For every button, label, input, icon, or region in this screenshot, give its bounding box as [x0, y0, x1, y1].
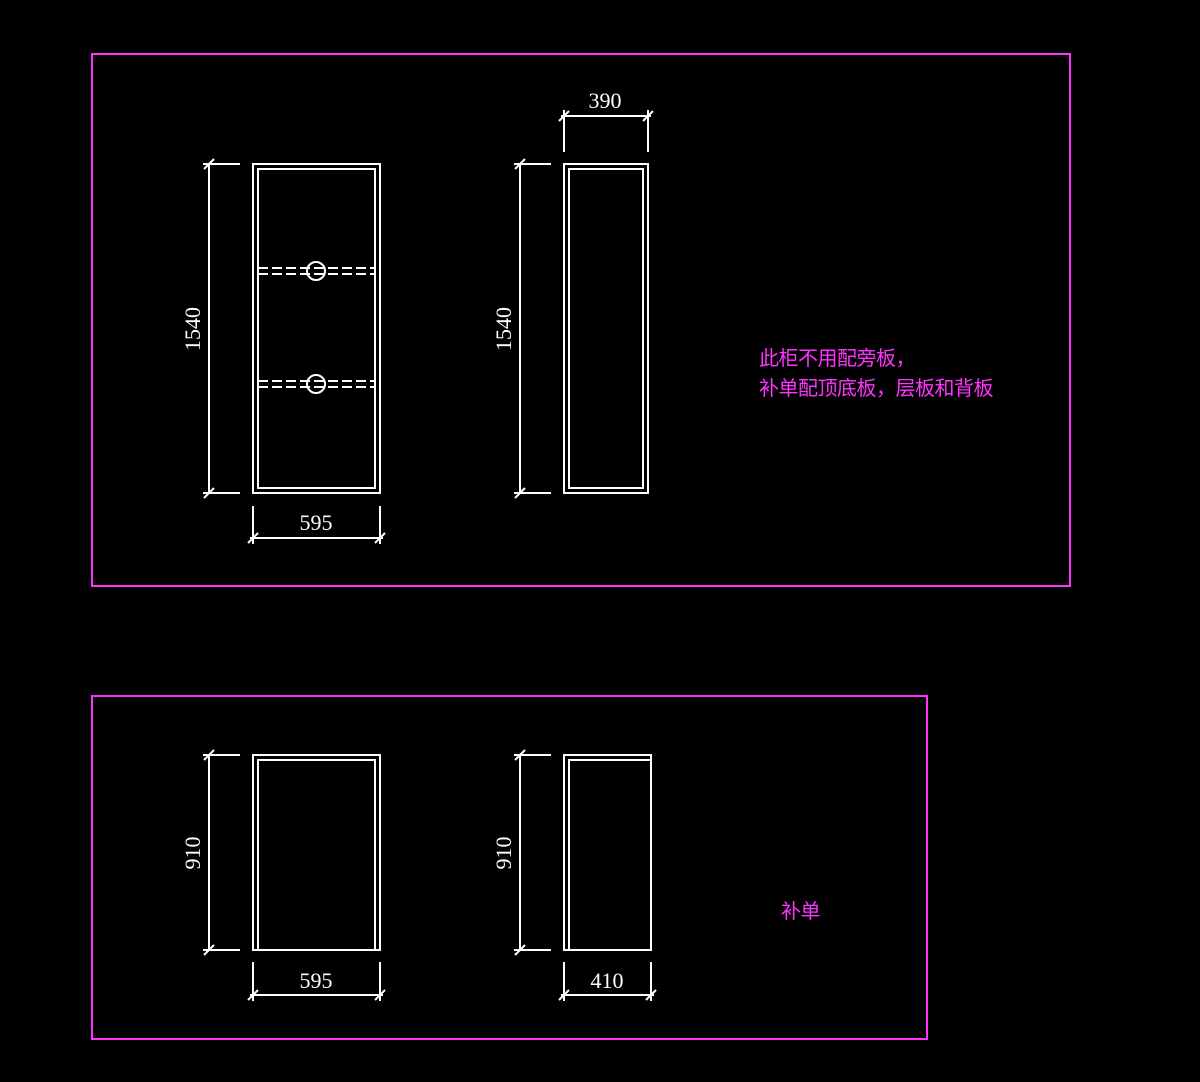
top-sheet-note-line-2: 补单配顶底板，层板和背板: [759, 376, 994, 400]
top-side-height-tick-bottom: [514, 487, 526, 499]
bottom-front-inner: [257, 759, 376, 951]
top-side-depth-label: 390: [589, 88, 622, 113]
bottom-side-height-label: 910: [491, 837, 516, 870]
bottom-side-depth-tick-left: [558, 989, 570, 1001]
top-side-view: [514, 110, 654, 499]
bottom-front-height-tick-bottom: [203, 944, 215, 956]
top-side-height-tick-top: [514, 158, 526, 170]
bottom-side-depth-label: 410: [591, 968, 624, 993]
bottom-sheet: 910 595 910 410: [91, 695, 928, 1040]
top-sheet-note: 此柜不用配旁板， 补单配顶底板，层板和背板: [759, 343, 994, 403]
top-front-outer: [252, 163, 381, 494]
top-side-depth-tick-left: [558, 110, 570, 122]
bottom-front-width-tick-left: [247, 989, 259, 1001]
top-side-inner: [568, 168, 644, 489]
bottom-side-depth-tick-right: [645, 989, 657, 1001]
top-side-outer: [563, 163, 649, 494]
bottom-sheet-frame: [91, 695, 928, 1040]
bottom-side-inner: [568, 759, 652, 951]
bottom-sheet-note: 补单: [781, 899, 821, 923]
top-front-inner: [257, 168, 376, 489]
top-front-view: [203, 158, 386, 544]
bottom-front-width-tick-right: [374, 989, 386, 1001]
top-front-height-tick-bottom: [203, 487, 215, 499]
top-front-width-tick-left: [247, 532, 259, 544]
top-front-shelf-1-hole: [306, 261, 326, 281]
top-front-width-label: 595: [300, 510, 333, 535]
bottom-side-view: [514, 749, 657, 1001]
bottom-side-height-tick-bottom: [514, 944, 526, 956]
bottom-front-width-label: 595: [300, 968, 333, 993]
top-sheet-frame: [91, 53, 1071, 587]
bottom-side-height-tick-top: [514, 749, 526, 761]
bottom-front-view: [203, 749, 386, 1001]
top-sheet: 1540 595 1540 390: [91, 53, 1071, 587]
bottom-front-height-tick-top: [203, 749, 215, 761]
top-front-shelf-2-hole: [306, 374, 326, 394]
top-side-height-label: 1540: [491, 307, 516, 351]
top-front-width-tick-right: [374, 532, 386, 544]
top-front-height-tick-top: [203, 158, 215, 170]
top-side-depth-tick-right: [642, 110, 654, 122]
top-front-height-label: 1540: [180, 307, 205, 351]
top-sheet-note-line-1: 此柜不用配旁板，: [759, 346, 916, 370]
bottom-front-height-label: 910: [180, 837, 205, 870]
